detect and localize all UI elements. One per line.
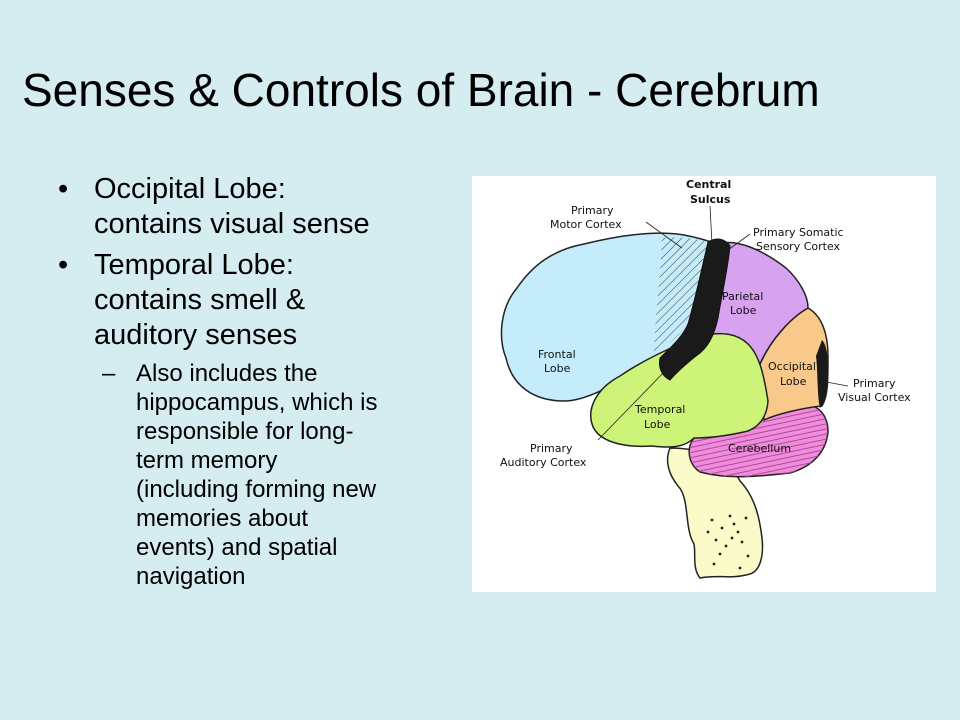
bullet-line: Occipital Lobe: [94, 173, 286, 205]
sub-bullet-line: hippocampus, which is [136, 389, 378, 416]
slide-title: Senses & Controls of Brain - Cerebrum [22, 64, 820, 116]
sub-bullet-marker: – [102, 360, 116, 387]
bullet-line: auditory senses [94, 319, 298, 351]
label-frontal-line2: Lobe [544, 362, 571, 375]
bullet-line: contains smell & [94, 284, 306, 316]
bullet-temporal-lobe: • Temporal Lobe: contains smell & audito… [54, 248, 469, 353]
label-parietal-line1: Parietal [722, 290, 763, 303]
label-primary-visual-line2: Visual Cortex [838, 391, 911, 404]
sub-bullet-line: (including forming new [136, 476, 377, 503]
bullet-marker: • [58, 173, 69, 205]
label-primary-somatic-line1: Primary Somatic [753, 226, 844, 239]
brainstem-speckles [706, 514, 750, 570]
label-cerebellum: Cerebellum [728, 442, 791, 455]
bullet-line: Temporal Lobe: [94, 249, 294, 281]
primary-motor-cortex-region [654, 237, 708, 356]
label-central-sulcus-line1: Central [686, 178, 731, 191]
sub-bullet-line: responsible for long- [136, 418, 354, 445]
label-temporal-line2: Lobe [644, 418, 671, 431]
sub-bullet-line: memories about [136, 505, 309, 532]
bullet-marker: • [58, 249, 69, 281]
label-occipital-line1: Occipital [768, 360, 816, 373]
label-primary-visual-line1: Primary [853, 377, 896, 390]
brainstem-region [666, 447, 764, 579]
bullet-occipital-lobe: • Occipital Lobe: contains visual sense [54, 172, 469, 242]
bullet-list: • Occipital Lobe: contains visual sense … [54, 172, 469, 591]
label-primary-auditory-line2: Auditory Cortex [500, 456, 587, 469]
bullet-line: contains visual sense [94, 208, 370, 240]
brain-diagram: Central Sulcus Primary Motor Cortex Prim… [472, 176, 936, 592]
label-primary-motor-line2: Motor Cortex [550, 218, 622, 231]
sub-bullet-line: events) and spatial [136, 534, 338, 561]
label-parietal-line2: Lobe [730, 304, 757, 317]
label-central-sulcus-line2: Sulcus [690, 193, 731, 206]
sub-bullet-line: Also includes the [136, 360, 318, 387]
label-temporal-line1: Temporal [634, 403, 685, 416]
sub-bullet-hippocampus: – Also includes the hippocampus, which i… [54, 359, 469, 591]
label-occipital-line2: Lobe [780, 375, 807, 388]
brain-diagram-svg: Central Sulcus Primary Motor Cortex Prim… [500, 178, 911, 579]
central-sulcus-region [659, 238, 731, 381]
label-primary-somatic-line2: Sensory Cortex [756, 240, 841, 253]
label-frontal-line1: Frontal [538, 348, 576, 361]
sub-bullet-line: navigation [136, 563, 246, 590]
label-primary-auditory-line1: Primary [530, 442, 573, 455]
label-primary-motor-line1: Primary [571, 204, 614, 217]
sub-bullet-line: term memory [136, 447, 278, 474]
